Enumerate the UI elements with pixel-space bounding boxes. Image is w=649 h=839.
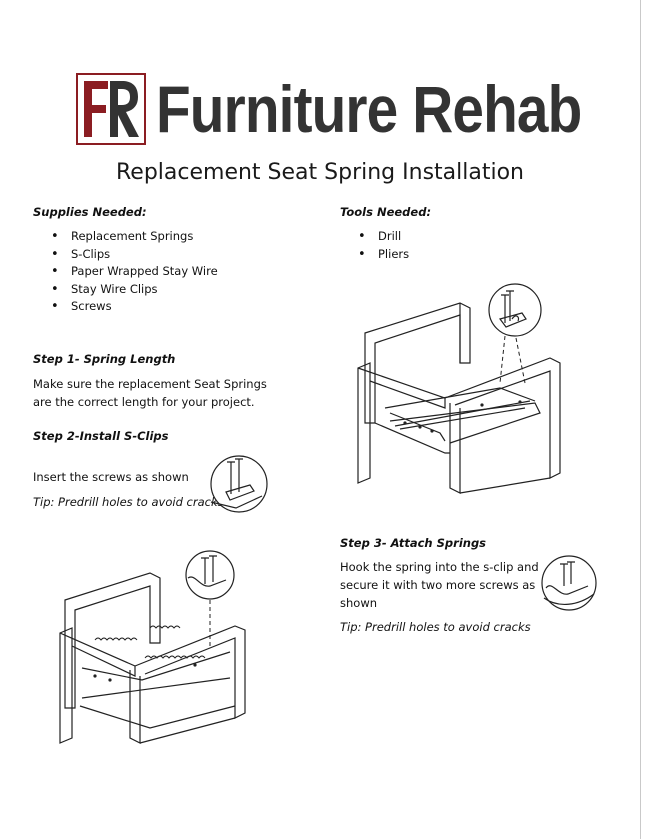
page-edge — [640, 0, 641, 839]
supplies-list: Replacement Springs S-Clips Paper Wrappe… — [33, 228, 218, 316]
tool-item: Drill — [340, 228, 409, 246]
step3-line: Hook the spring into the s-clip and — [340, 560, 539, 574]
brand-name: Furniture Rehab — [156, 72, 582, 146]
brand-logo: Furniture Rehab — [76, 72, 582, 148]
step3-tip: Tip: Predrill holes to avoid cracks — [340, 620, 531, 634]
supply-item: Screws — [33, 298, 218, 316]
tools-list: Drill Pliers — [340, 228, 409, 263]
fr-monogram-icon — [84, 81, 139, 137]
step2-tip: Tip: Predrill holes to avoid cracks — [33, 495, 224, 509]
step1-line: Make sure the replacement Seat Springs — [33, 377, 267, 391]
spring-hook-sclip-icon — [538, 556, 600, 612]
step3-line: secure it with two more screws as — [340, 578, 536, 592]
step1-heading: Step 1- Spring Length — [33, 352, 176, 366]
document-title: Replacement Seat Spring Installation — [116, 160, 524, 185]
step3-text: Hook the spring into the s-clip and secu… — [340, 558, 539, 612]
chair-frame-springs-illustration — [50, 548, 250, 748]
step2-text: Insert the screws as shown — [33, 470, 189, 484]
chair-frame-sclip-illustration — [350, 283, 565, 493]
supply-item: Replacement Springs — [33, 228, 218, 246]
supply-item: Paper Wrapped Stay Wire — [33, 263, 218, 281]
logo-mark — [76, 73, 146, 145]
step1-text: Make sure the replacement Seat Springs a… — [33, 375, 267, 411]
step3-heading: Step 3- Attach Springs — [340, 536, 487, 550]
supply-item: S-Clips — [33, 246, 218, 264]
supplies-heading: Supplies Needed: — [33, 205, 147, 219]
supply-item: Stay Wire Clips — [33, 281, 218, 299]
step3-line: shown — [340, 596, 378, 610]
tool-item: Pliers — [340, 246, 409, 264]
step1-line: are the correct length for your project. — [33, 395, 255, 409]
sclip-screws-icon — [206, 456, 268, 516]
tools-heading: Tools Needed: — [340, 205, 432, 219]
step2-heading: Step 2-Install S-Clips — [33, 429, 169, 443]
